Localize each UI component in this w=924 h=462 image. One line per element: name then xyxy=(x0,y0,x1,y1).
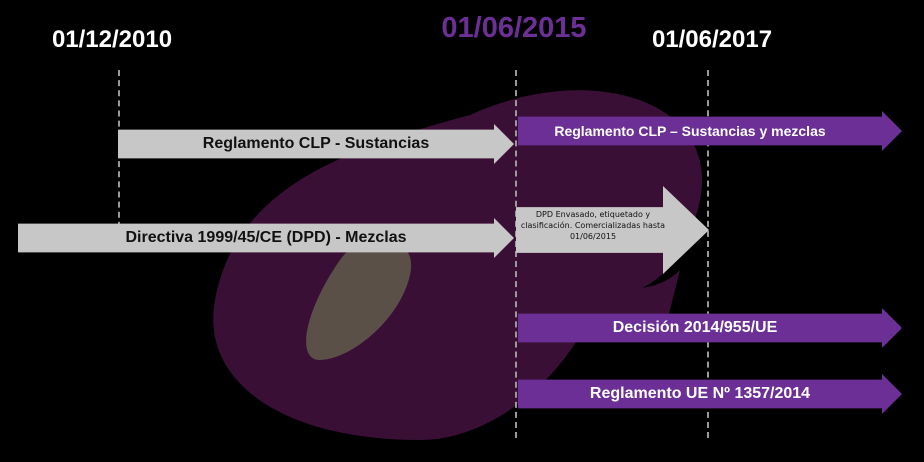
arrow-clp-sustancias: Reglamento CLP - Sustancias xyxy=(118,124,514,164)
arrow-decision-label: Decisión 2014/955/UE xyxy=(612,319,778,336)
arrow-clp-sustancias-label: Reglamento CLP - Sustancias xyxy=(202,135,430,152)
arrow-directiva-dpd-label: Directiva 1999/45/CE (DPD) - Mezclas xyxy=(125,229,407,246)
date-label-2017: 01/06/2017 xyxy=(651,26,773,53)
arrow-dpd-envasado-note: DPD Envasado, etiquetado y clasificación… xyxy=(520,210,666,241)
divider-2017 xyxy=(707,70,709,438)
arrow-decision: Decisión 2014/955/UE xyxy=(518,308,902,348)
arrow-reglamento-ue: Reglamento UE Nº 1357/2014 xyxy=(518,374,902,414)
arrow-reglamento-ue-label: Reglamento UE Nº 1357/2014 xyxy=(589,385,811,402)
arrow-directiva-dpd: Directiva 1999/45/CE (DPD) - Mezclas xyxy=(18,218,514,258)
arrow-clp-sustancias-mezclas: Reglamento CLP – Sustancias y mezclas xyxy=(518,111,902,151)
date-label-2010: 01/12/2010 xyxy=(51,26,173,53)
date-label-2015: 01/06/2015 xyxy=(441,12,587,44)
divider-2015 xyxy=(515,70,517,438)
arrow-clp-sustancias-mezclas-label: Reglamento CLP – Sustancias y mezclas xyxy=(554,123,826,139)
